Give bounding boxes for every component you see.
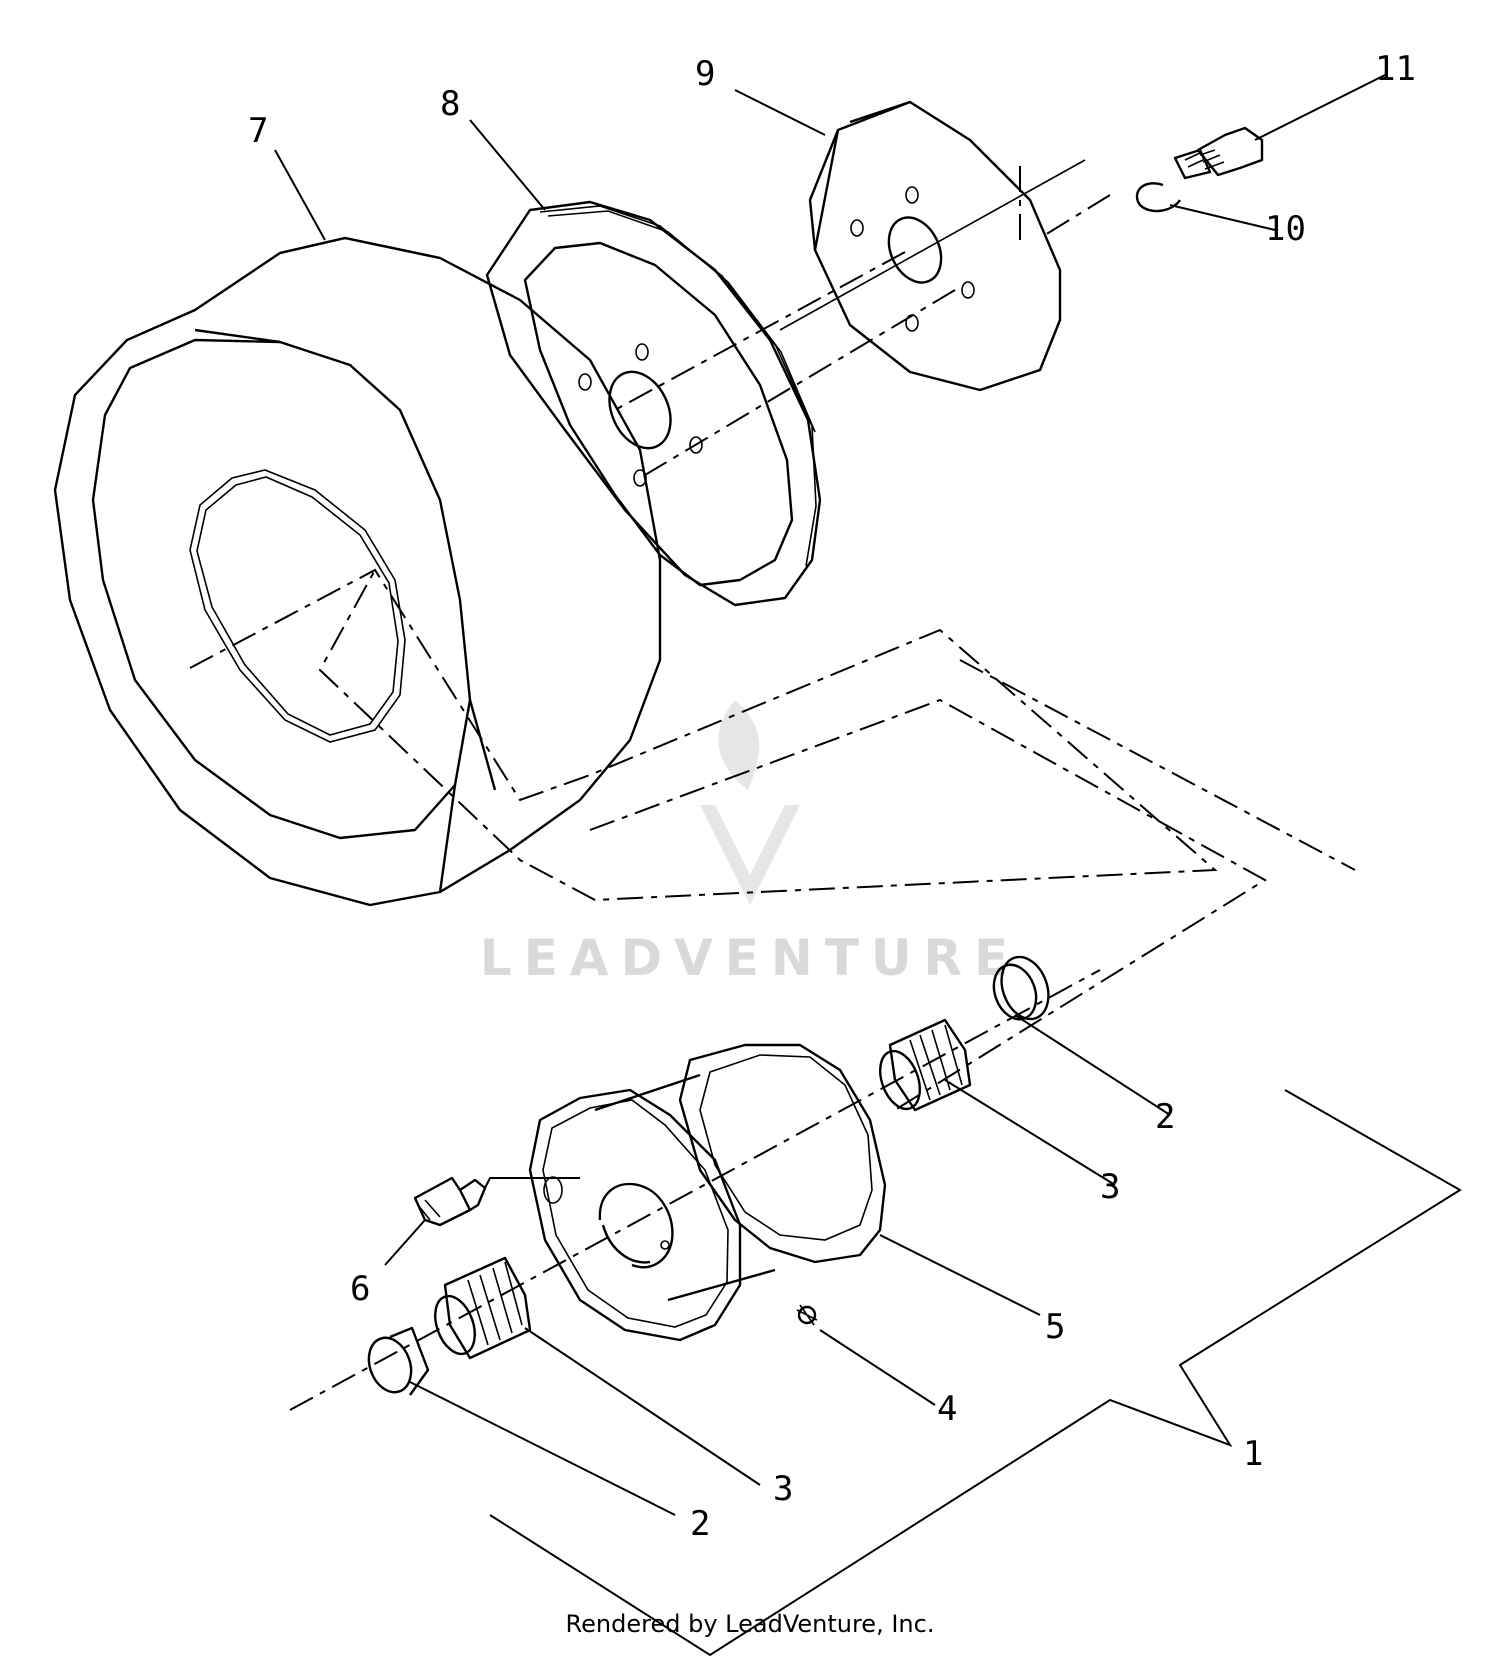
leader-lines [274,74,1386,1516]
center-lines [189,159,1356,1411]
grease-fitting [796,1304,818,1326]
callout-11: 11 [1375,49,1416,89]
tire [53,236,662,907]
callout-8: 8 [440,84,460,124]
hub [528,1043,887,1342]
callout-7: 7 [248,111,268,151]
callout-6: 6 [350,1269,370,1309]
bearing-right [879,1018,972,1112]
callout-5: 5 [1045,1307,1065,1347]
bearing-left [434,1256,532,1360]
watermark-text: LEADVENTURE [480,929,1020,987]
snap-ring [1135,182,1181,213]
assembly-bracket [489,1089,1462,1657]
rim-half [485,200,822,607]
callout-4: 4 [937,1389,957,1429]
callout-1: 1 [1243,1434,1263,1474]
rim-outer [808,100,1062,392]
render-credit: Rendered by LeadVenture, Inc. [565,1610,935,1638]
callout-9: 9 [695,54,715,94]
callout-3-right: 3 [1100,1167,1120,1207]
watermark-logo-icon [700,700,800,905]
bushing-left [367,1326,430,1396]
callout-10: 10 [1265,209,1306,249]
valve-stem [413,1176,580,1227]
callout-3-left: 3 [773,1469,793,1509]
callout-2-right: 2 [1155,1097,1175,1137]
bolt [1173,126,1264,180]
callout-2-left: 2 [690,1504,710,1544]
bushing-right [992,955,1050,1021]
